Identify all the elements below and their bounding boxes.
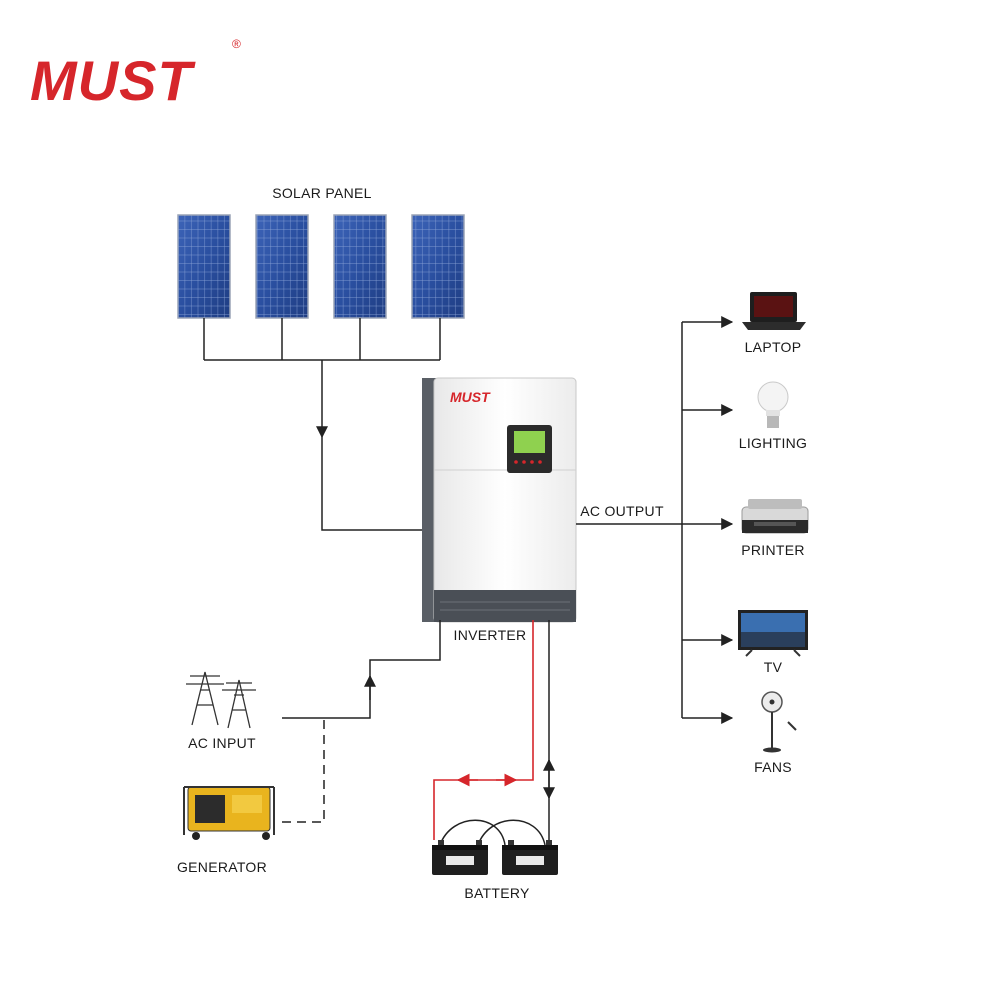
printer-icon: [741, 499, 809, 534]
fan-icon: [761, 691, 797, 753]
tv-icon: [738, 610, 808, 657]
load-tv: TV: [738, 610, 808, 675]
light-bulb-icon: [757, 381, 789, 428]
ac-input-wiring: [282, 620, 441, 719]
laptop-icon: [742, 292, 806, 330]
load-label: LAPTOP: [745, 339, 802, 355]
solar-panel-label: SOLAR PANEL: [272, 185, 372, 201]
load-label: PRINTER: [741, 542, 805, 558]
load-laptop: LAPTOP: [742, 292, 806, 355]
power-tower-icon: [186, 671, 256, 729]
solar-panel-icon: [255, 214, 309, 319]
ac-output-wiring: [576, 316, 734, 724]
brand-logo: MUST ®: [30, 37, 241, 112]
generator-wiring: [282, 718, 325, 823]
battery-pack: [432, 840, 558, 875]
battery-icon: [502, 840, 558, 875]
battery-label: BATTERY: [464, 885, 530, 901]
brand-name: MUST: [30, 49, 196, 112]
inverter-unit: MUST: [422, 377, 577, 623]
load-printer: PRINTER: [741, 499, 809, 558]
lcd-screen: [514, 431, 545, 453]
load-label: LIGHTING: [739, 435, 808, 451]
solar-panel-icon: [177, 214, 231, 319]
solar-panel-icon: [411, 214, 465, 319]
load-label: FANS: [754, 759, 792, 775]
generator-label: GENERATOR: [177, 859, 267, 875]
ac-input-label: AC INPUT: [188, 735, 256, 751]
load-fans: FANS: [754, 691, 797, 775]
load-label: TV: [764, 659, 783, 675]
ac-output-label: AC OUTPUT: [580, 503, 664, 519]
generator-icon: [183, 786, 275, 840]
battery-wiring: [433, 620, 555, 846]
solar-panel-array: [177, 214, 465, 319]
load-lighting: LIGHTING: [739, 381, 808, 451]
solar-wiring: [203, 318, 441, 531]
inverter-brand: MUST: [450, 389, 491, 405]
registered-mark: ®: [232, 37, 241, 51]
solar-panel-icon: [333, 214, 387, 319]
inverter-label: INVERTER: [454, 627, 527, 643]
battery-icon: [432, 840, 488, 875]
